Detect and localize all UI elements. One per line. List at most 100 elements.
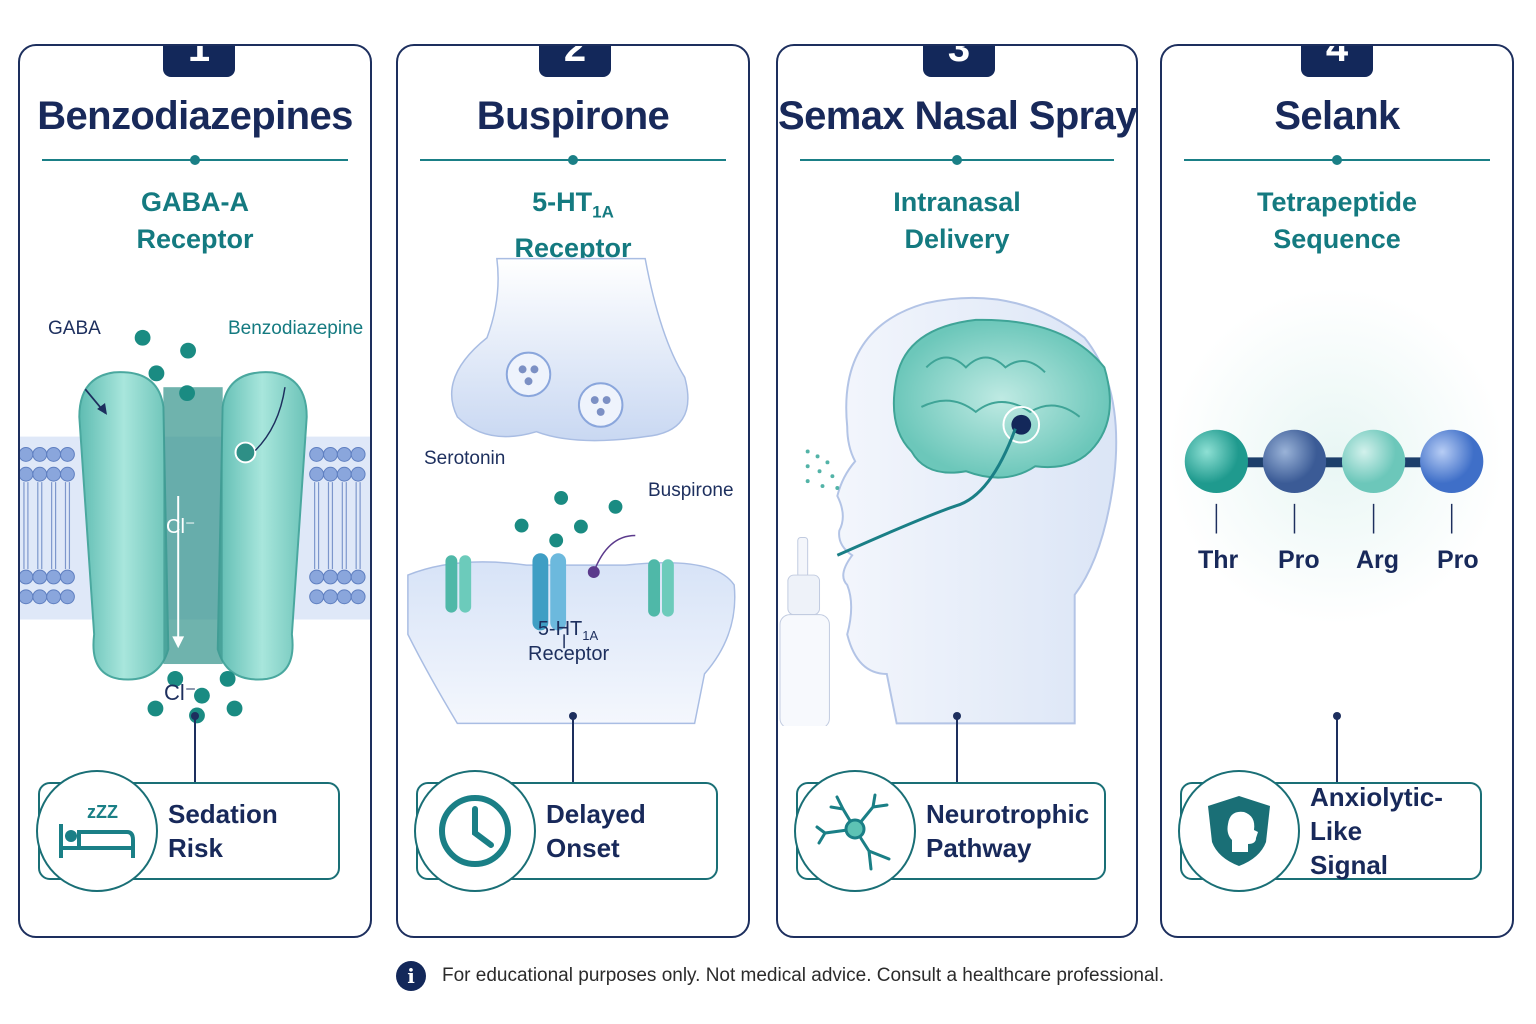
benzodiazepine-pointer <box>254 387 286 451</box>
phospholipid-head <box>336 466 352 482</box>
title-divider <box>42 155 348 165</box>
disclaimer-text: For educational purposes only. Not medic… <box>442 965 1165 986</box>
phospholipid-head <box>336 569 352 585</box>
amino-acid-pro <box>1262 429 1327 493</box>
chloride-channel-label: Cl⁻ <box>166 516 196 538</box>
ion-channel <box>163 387 223 665</box>
gaba-molecules <box>134 329 196 402</box>
phospholipid-tail <box>51 482 57 570</box>
phospholipid-head <box>309 466 325 482</box>
phospholipid-head <box>350 589 366 605</box>
panel-subtitle: GABA-A Receptor <box>136 187 254 254</box>
panel-semax: Semax Nasal Spray Intranasal Delivery <box>776 44 1138 938</box>
phospholipid-head <box>60 589 75 605</box>
phospholipid-head <box>350 569 366 585</box>
sleeping-bed-icon: zZZ <box>59 802 135 858</box>
phospholipid-head <box>336 589 352 605</box>
residue-label: Arg <box>1356 546 1400 574</box>
title-divider <box>1184 155 1490 165</box>
panel-subtitle: 5-HT1A Receptor <box>514 187 632 264</box>
panel-title: Selank <box>1274 94 1400 138</box>
title-divider <box>420 155 726 165</box>
effect-box: Delayed Onset <box>414 770 718 892</box>
phospholipid-head <box>323 569 338 585</box>
connector-line <box>569 712 577 782</box>
phospholipid-head <box>323 589 338 605</box>
step-number-badge: 2 <box>539 46 611 77</box>
phospholipid-head <box>60 466 75 482</box>
panel-benzodiazepines: Benzodiazepines GABA-A Receptor GABA Ben… <box>18 44 372 938</box>
receptor-subunit-right <box>216 371 308 681</box>
buspirone-label: Buspirone <box>648 480 734 501</box>
disclaimer: i For educational purposes only. Not med… <box>396 958 1164 994</box>
phospholipid-head <box>309 447 325 462</box>
phospholipid-head <box>309 589 325 605</box>
phospholipid-tail <box>23 482 29 570</box>
synaptic-vesicle <box>577 382 624 428</box>
5-ht1a-receptor-center <box>532 553 567 631</box>
clock-icon <box>439 795 511 867</box>
panel-selank: Selank Tetrapeptide Sequence Thr Pro Arg… <box>1160 44 1514 938</box>
phospholipid-head <box>32 447 48 462</box>
svg-text:zZZ: zZZ <box>87 802 118 822</box>
phospholipid-head <box>350 447 366 462</box>
phospholipid-tail <box>327 482 334 570</box>
phospholipid-head <box>323 447 338 462</box>
5-ht1a-receptor-left <box>445 555 472 613</box>
phospholipid-head <box>309 569 325 585</box>
phospholipid-head <box>32 589 48 605</box>
effect-label: Delayed Onset <box>546 799 646 863</box>
icon-circle: zZZ <box>36 770 158 892</box>
neuron-icon <box>815 793 891 871</box>
connector-line <box>191 712 199 782</box>
amino-acid-pro <box>1420 429 1484 493</box>
phospholipid-head <box>336 447 352 462</box>
synaptic-vesicle <box>505 351 552 398</box>
icon-circle <box>414 770 536 892</box>
icon-circle <box>794 770 916 892</box>
nasal-spray-bottle <box>779 536 830 726</box>
info-icon: i <box>396 961 426 991</box>
background-glow <box>1167 288 1505 625</box>
phospholipid-head <box>20 447 34 462</box>
phospholipid-head <box>60 447 75 462</box>
phospholipid-tail <box>355 482 361 570</box>
receptor-label: 5-HT1A Receptor <box>528 618 610 665</box>
step-number-badge: 4 <box>1301 46 1373 77</box>
5-ht1a-receptor-right <box>648 559 674 617</box>
serotonin-label: Serotonin <box>424 448 506 469</box>
panel-subtitle: Intranasal Delivery <box>893 187 1021 254</box>
gaba-a-receptor-illustration <box>20 329 370 724</box>
head-silhouette-icon <box>1208 796 1270 866</box>
effect-label: Sedation Risk <box>168 799 278 863</box>
amino-acid-thr <box>1184 429 1249 493</box>
chloride-label: Cl⁻ <box>164 680 197 705</box>
peptide-bond <box>1211 457 1469 468</box>
residue-label: Pro <box>1437 546 1479 574</box>
receptor-subunit-left <box>78 371 170 681</box>
tetrapeptide-illustration <box>1167 288 1505 625</box>
benzodiazepine-label: Benzodiazepine <box>228 318 364 339</box>
membrane-heads <box>20 447 366 605</box>
phospholipid-head <box>350 466 366 482</box>
connector-line <box>1333 712 1341 782</box>
brain <box>892 318 1111 479</box>
phospholipid-head <box>20 569 34 585</box>
title-divider <box>800 155 1114 165</box>
buspirone-pointer <box>593 534 636 573</box>
panel-title: Buspirone <box>476 94 670 138</box>
phospholipid-head <box>46 569 62 585</box>
presynaptic-terminal <box>450 257 689 442</box>
amino-acid-arg <box>1341 429 1406 493</box>
delivery-pathway <box>836 428 1017 557</box>
panel-subtitle: Tetrapeptide Sequence <box>1256 187 1418 254</box>
panel-buspirone: Buspirone 5-HT1A Receptor Serotonin Busp… <box>396 44 750 938</box>
effect-box: zZZ Sedation Risk <box>36 770 340 892</box>
phospholipid-head <box>60 569 75 585</box>
step-number-badge: 3 <box>923 46 995 77</box>
spray-mist <box>805 449 840 491</box>
residue-label: Pro <box>1278 546 1320 574</box>
